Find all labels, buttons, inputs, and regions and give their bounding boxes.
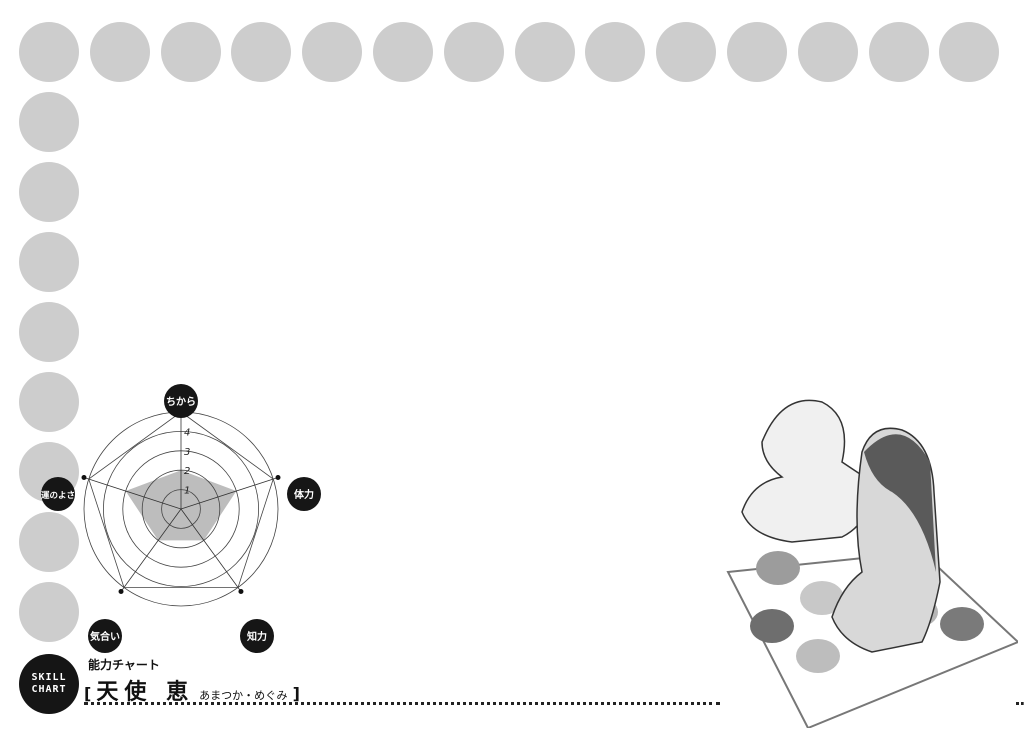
radar-scale-tick: 3 <box>184 447 190 458</box>
radar-axis-label: 運のよさ <box>41 490 75 501</box>
border-dot <box>19 372 79 432</box>
radar-spoke-end <box>118 589 124 595</box>
radar-scale-tick: 1 <box>184 486 190 497</box>
border-dot <box>19 232 79 292</box>
border-dot <box>939 22 1000 82</box>
radar-axis-badge <box>88 619 122 653</box>
radar-axis-label: 気合い <box>89 630 120 643</box>
border-dot <box>656 22 717 82</box>
border-dot <box>89 22 150 82</box>
border-dot <box>19 162 79 222</box>
radar-spoke <box>180 508 242 592</box>
radar-scale-tick: 2 <box>184 466 190 477</box>
radar-axis-badge <box>164 384 198 418</box>
radar-spoke <box>83 477 182 510</box>
radar-spoke-end <box>238 589 244 595</box>
chart-heading: 能力チャート <box>88 658 160 672</box>
border-dot <box>19 302 79 362</box>
mat-dot <box>750 609 794 643</box>
name-bracket-close: ] <box>292 684 300 703</box>
mat-dot <box>756 551 800 585</box>
radar-axis-label: ちから <box>166 396 196 408</box>
border-dot <box>797 22 858 82</box>
border-dot <box>443 22 504 82</box>
border-dot <box>19 582 79 642</box>
mat-dot <box>940 607 984 641</box>
name-bracket-open: [ <box>84 684 92 703</box>
border-dot <box>19 22 79 82</box>
border-dot <box>727 22 787 82</box>
character-illustration <box>726 399 1018 728</box>
radar-axis-badge <box>240 619 274 653</box>
character-name: 天使 恵 <box>96 680 195 705</box>
border-dot <box>868 22 929 82</box>
character-reading: あまつか・めぐみ <box>199 689 288 702</box>
radar-outline <box>88 411 274 588</box>
radar-axis-badge <box>287 477 321 511</box>
mat-dot <box>800 581 844 615</box>
border-dot <box>585 22 646 82</box>
mat-dot <box>796 639 840 673</box>
radar-spoke <box>120 508 182 592</box>
border-dot <box>302 22 363 82</box>
border-dot <box>19 92 79 152</box>
badge-line-1: SKILL <box>31 672 67 683</box>
badge-line-2: CHART <box>31 684 67 695</box>
radar-axis-badge <box>41 477 75 511</box>
border-dot <box>19 512 79 572</box>
character-name-row: [ 天使 恵 あまつか・めぐみ ] <box>84 674 300 706</box>
radar-spoke-end <box>81 474 87 480</box>
radar-spoke <box>180 477 279 510</box>
figure-right-hair <box>864 434 936 572</box>
radar-axis-label: 体力 <box>294 488 314 501</box>
skill-radar-chart: 12345ちから体力知力気合い運のよさ <box>41 384 321 653</box>
radar-axis-label: 知力 <box>246 630 267 643</box>
border-dot <box>514 22 575 82</box>
radar-spoke-end <box>275 474 281 480</box>
dotted-rule-left <box>84 702 720 705</box>
radar-scale-tick: 4 <box>184 427 190 438</box>
border-dot <box>231 22 292 82</box>
figure-left <box>741 399 873 543</box>
dotted-rule-right <box>1016 702 1024 705</box>
border-dot <box>373 22 433 82</box>
border-dot <box>160 22 221 82</box>
skill-chart-badge: SKILL CHART <box>19 654 79 714</box>
